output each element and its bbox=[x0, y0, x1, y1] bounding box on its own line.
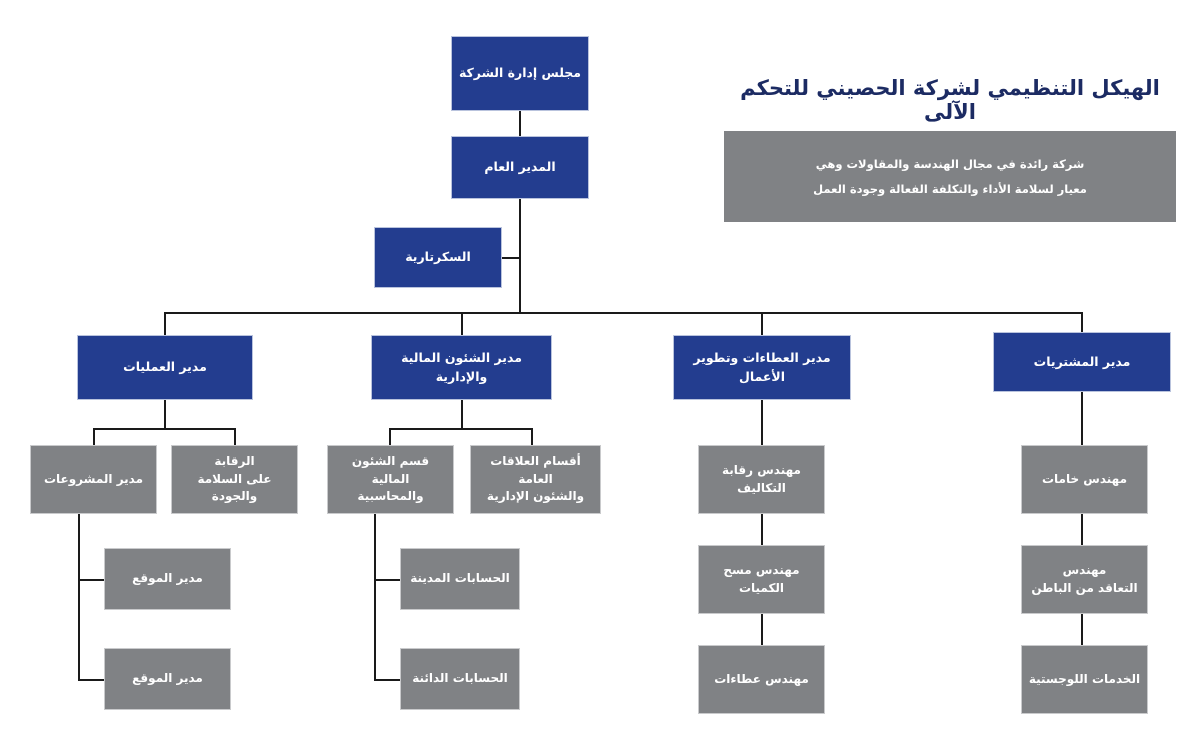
description-line-1: شركة رائدة في مجال الهندسة والمقاولات وه… bbox=[815, 157, 1085, 171]
node-accounts-payable[interactable]: الحسابات الدائنة bbox=[400, 648, 520, 710]
connector-drop-ops bbox=[164, 312, 166, 335]
connector-secretariat-stub bbox=[502, 257, 521, 259]
connector-ap-stub bbox=[374, 679, 400, 681]
node-finance-accounting-dept[interactable]: قسم الشئون المالية والمحاسبية bbox=[327, 445, 454, 514]
connector-finance-dept-spine bbox=[374, 514, 376, 681]
connector-qs-tender-eng bbox=[761, 614, 763, 645]
node-procurement-manager[interactable]: مدير المشتريات bbox=[993, 332, 1171, 392]
connector-finance-right-drop bbox=[531, 428, 533, 445]
node-operations-manager[interactable]: مدير العمليات bbox=[77, 335, 253, 400]
connector-site-mgr-2-stub bbox=[78, 679, 104, 681]
node-general-manager[interactable]: المدير العام bbox=[451, 136, 589, 199]
node-site-manager-1-label: مدير الموقع bbox=[132, 571, 203, 586]
connector-ops-left-drop bbox=[93, 428, 95, 445]
connector-ops-right-drop bbox=[234, 428, 236, 445]
connector-drop-finance bbox=[461, 312, 463, 335]
connector-proc-materials bbox=[1081, 392, 1083, 445]
node-tender-engineer[interactable]: مهندس عطاءات bbox=[698, 645, 825, 714]
node-safety-quality-control[interactable]: الرقابة على السلامة والجودة bbox=[171, 445, 298, 514]
node-cost-control-engineer-label: مهندس رقابة التكاليف bbox=[722, 463, 801, 495]
node-logistics-services[interactable]: الخدمات اللوجستية bbox=[1021, 645, 1148, 714]
node-site-manager-2-label: مدير الموقع bbox=[132, 671, 203, 686]
node-secretariat-label: السكرتارية bbox=[405, 249, 471, 265]
node-accounts-receivable-label: الحسابات المدينة bbox=[410, 571, 510, 586]
node-quantity-surveyor-engineer-label: مهندس مسح الكميات bbox=[723, 563, 800, 595]
node-cost-control-engineer[interactable]: مهندس رقابة التكاليف bbox=[698, 445, 825, 514]
connector-ops-down bbox=[164, 400, 166, 428]
connector-finance-down bbox=[461, 400, 463, 428]
node-tenders-manager-label: مدير العطاءات وتطوير الأعمال bbox=[693, 350, 831, 384]
connector-projects-spine bbox=[78, 514, 80, 681]
node-projects-manager[interactable]: مدير المشروعات bbox=[30, 445, 157, 514]
node-safety-quality-control-label: الرقابة على السلامة والجودة bbox=[197, 454, 272, 504]
node-accounts-payable-label: الحسابات الدائنة bbox=[412, 671, 508, 686]
connector-main-bus bbox=[165, 312, 1082, 314]
connector-drop-procurement bbox=[1081, 312, 1083, 335]
connector-ops-split bbox=[93, 428, 235, 430]
node-materials-engineer[interactable]: مهندس خامات bbox=[1021, 445, 1148, 514]
node-pr-admin-dept-label: أقسام العلاقات العامة والشئون الإدارية bbox=[486, 454, 585, 504]
connector-materials-sub bbox=[1081, 514, 1083, 545]
node-logistics-services-label: الخدمات اللوجستية bbox=[1028, 671, 1141, 686]
node-projects-manager-label: مدير المشروعات bbox=[43, 471, 144, 486]
connector-sub-logistics bbox=[1081, 614, 1083, 645]
connector-drop-tenders bbox=[761, 312, 763, 335]
node-site-manager-1[interactable]: مدير الموقع bbox=[104, 548, 231, 610]
node-board-label: مجلس إدارة الشركة bbox=[458, 65, 582, 81]
connector-cost-qs bbox=[761, 514, 763, 545]
connector-ar-stub bbox=[374, 579, 400, 581]
node-quantity-surveyor-engineer[interactable]: مهندس مسح الكميات bbox=[698, 545, 825, 614]
node-secretariat[interactable]: السكرتارية bbox=[374, 227, 502, 288]
connector-finance-left-drop bbox=[389, 428, 391, 445]
connector-board-gm bbox=[519, 111, 521, 137]
page-title: الهيكل التنظيمي لشركة الحصيني للتحكم الآ… bbox=[740, 76, 1160, 124]
connector-gm-spine bbox=[519, 199, 521, 312]
node-finance-admin-manager[interactable]: مدير الشئون المالية والإدارية bbox=[371, 335, 552, 400]
node-site-manager-2[interactable]: مدير الموقع bbox=[104, 648, 231, 710]
node-procurement-manager-label: مدير المشتريات bbox=[1033, 353, 1131, 369]
connector-tenders-cost bbox=[761, 400, 763, 445]
node-operations-manager-label: مدير العمليات bbox=[123, 359, 207, 375]
node-accounts-receivable[interactable]: الحسابات المدينة bbox=[400, 548, 520, 610]
node-tenders-manager[interactable]: مدير العطاءات وتطوير الأعمال bbox=[673, 335, 851, 400]
node-subcontracting-engineer-label: مهندس التعاقد من الباطن bbox=[1031, 563, 1138, 595]
node-finance-admin-manager-label: مدير الشئون المالية والإدارية bbox=[401, 350, 522, 384]
node-materials-engineer-label: مهندس خامات bbox=[1041, 471, 1128, 486]
connector-finance-split bbox=[389, 428, 532, 430]
node-subcontracting-engineer[interactable]: مهندس التعاقد من الباطن bbox=[1021, 545, 1148, 614]
description-line-2: معيار لسلامة الأداء والتكلفة الفعالة وجو… bbox=[813, 182, 1087, 196]
node-pr-admin-dept[interactable]: أقسام العلاقات العامة والشئون الإدارية bbox=[470, 445, 601, 514]
company-description-panel: شركة رائدة في مجال الهندسة والمقاولات وه… bbox=[724, 131, 1176, 222]
connector-site-mgr-1-stub bbox=[78, 579, 104, 581]
node-tender-engineer-label: مهندس عطاءات bbox=[714, 671, 809, 686]
node-finance-accounting-dept-label: قسم الشئون المالية والمحاسبية bbox=[351, 454, 430, 504]
node-general-manager-label: المدير العام bbox=[484, 159, 556, 175]
node-board[interactable]: مجلس إدارة الشركة bbox=[451, 36, 589, 111]
